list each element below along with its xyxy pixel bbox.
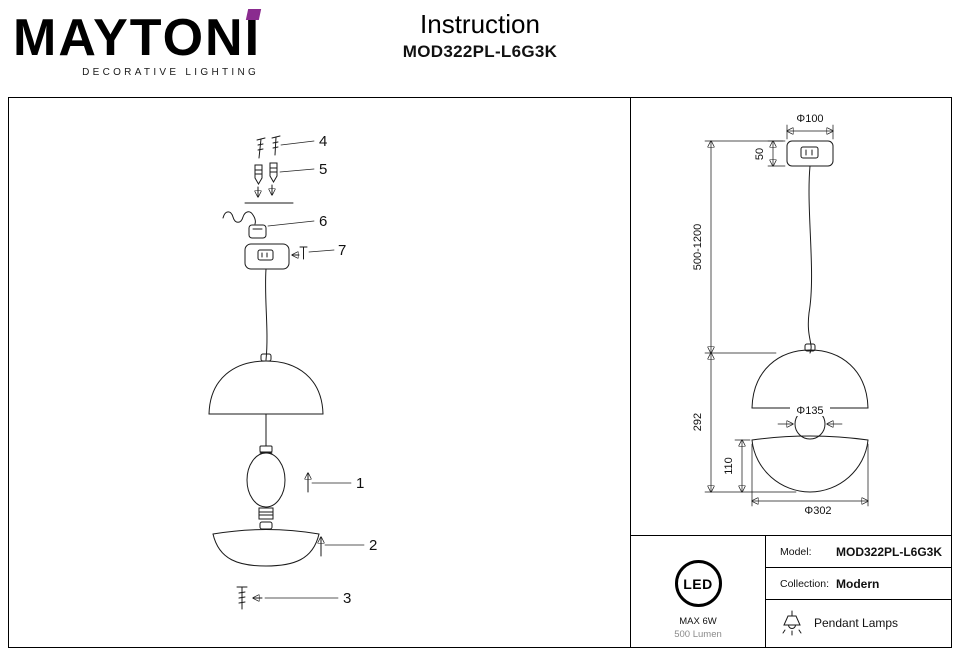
- led-label: LED: [683, 575, 713, 592]
- spec-row-collection: Collection: Modern: [766, 568, 951, 600]
- dim-shade-diameter-lines: [752, 443, 868, 507]
- max-power-text: MAX 6W: [679, 616, 717, 627]
- part5-leader: [279, 168, 315, 173]
- assembly-diagram: 4 5 6: [208, 133, 377, 610]
- glass-diffuser-drawing: [246, 452, 286, 520]
- part6-cable-drawing: [222, 211, 267, 239]
- logo-text: MAYTONI: [13, 9, 262, 67]
- spec-row-category: Pendant Lamps: [766, 600, 951, 646]
- part-label-7: 7: [338, 242, 346, 259]
- part6-leader: [267, 220, 315, 227]
- suspension-wire: [265, 268, 268, 361]
- spec-table: Model: MOD322PL-L6G3K Collection: Modern…: [766, 536, 951, 647]
- part-label-3: 3: [343, 590, 351, 607]
- collection-value: Modern: [836, 576, 880, 591]
- dim-suspension-length-lines: [704, 141, 784, 353]
- part-label-6: 6: [319, 213, 327, 230]
- logo-subtitle: DECORATIVE LIGHTING: [82, 67, 260, 78]
- lower-shade-drawing: [212, 521, 320, 567]
- part7-leader: [308, 249, 335, 253]
- part-label-5: 5: [319, 161, 327, 178]
- dim-canopy-height-lines: [767, 141, 786, 166]
- luminous-flux-text: 500 Lumen: [674, 629, 722, 640]
- content-frame: 4 5 6: [8, 97, 952, 648]
- part4-leader: [280, 140, 315, 146]
- part3-screw-drawing: [236, 586, 248, 610]
- dim-canopy-diameter-lines: [787, 124, 833, 140]
- canopy-dim-drawing: [786, 140, 834, 167]
- sphere-label-backing: [790, 403, 830, 416]
- info-divider: [765, 535, 766, 647]
- part7-canopy-drawing: [244, 243, 308, 270]
- dim-canopy-height: 50: [754, 148, 766, 160]
- page-title: Instruction: [420, 9, 540, 39]
- led-logo: LED: [674, 560, 722, 607]
- part5-anchors-drawing: [254, 162, 278, 185]
- stem-drawing: [259, 413, 273, 453]
- dim-shade-diameter: Φ302: [804, 505, 831, 517]
- mounting-direction-arrows: [244, 184, 294, 204]
- dimension-drawing: Φ100 50 500-1200 Φ135: [692, 113, 951, 517]
- maytoni-logo: MAYTONI DECORATIVE LIGHTING: [13, 9, 262, 78]
- part-label-2: 2: [369, 537, 377, 554]
- header-model-number: MOD322PL-L6G3K: [402, 42, 558, 61]
- part-label-4: 4: [319, 133, 327, 150]
- lower-shade-dim-drawing: [751, 435, 869, 493]
- vertical-divider: [630, 98, 631, 647]
- upper-shade-drawing: [208, 353, 324, 415]
- dim-bowl-height: 110: [723, 457, 735, 475]
- logo-wordmark: MAYTONI: [13, 9, 262, 67]
- collection-label: Collection:: [780, 577, 830, 590]
- dim-canopy-diameter: Φ100: [796, 113, 823, 125]
- part-label-1: 1: [356, 475, 364, 492]
- upper-shade-dim-drawing: [751, 343, 869, 409]
- led-badge-cell: LED MAX 6W 500 Lumen: [631, 536, 765, 647]
- dim-bowl-height-lines: [704, 440, 797, 492]
- dim-sphere-diameter: Φ135: [796, 405, 823, 417]
- pendant-lamp-icon: [782, 610, 802, 636]
- horizontal-divider: [630, 535, 951, 536]
- model-label: Model:: [780, 545, 812, 558]
- spec-row-model: Model: MOD322PL-L6G3K: [766, 536, 951, 568]
- suspension-wire-dim-drawing: [807, 165, 813, 354]
- part4-screws-drawing: [256, 135, 281, 159]
- model-value: MOD322PL-L6G3K: [836, 544, 943, 559]
- dim-body-height: 292: [692, 413, 704, 431]
- category-value: Pendant Lamps: [814, 616, 899, 630]
- dim-suspension-length: 500-1200: [692, 224, 704, 271]
